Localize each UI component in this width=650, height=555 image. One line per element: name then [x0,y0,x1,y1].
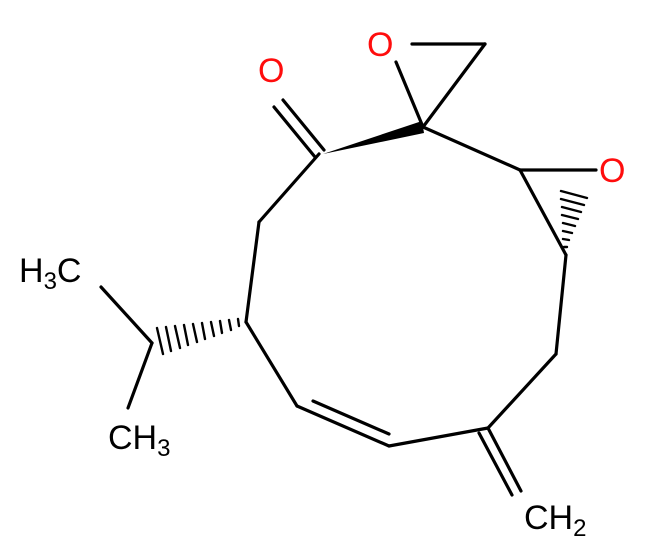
bond-alkene-double-2 [311,399,391,436]
ring-epoxide-oxygen-label: O [599,152,625,190]
ch3-label: CH3 [108,419,170,462]
bond-alkene-double-1 [295,404,391,448]
ketone-oxygen-label: O [258,52,284,90]
bond-ch2-ketone [257,152,321,224]
bond-epoxc2-ch2 [554,253,568,356]
bond-ketone-double-1 [281,98,326,152]
bond-hash-isopropyl [155,317,241,356]
bond-exo-double-2 [477,431,514,497]
spiro-epoxide-oxygen-label: O [367,26,393,64]
bond-stereo-ch2 [244,220,261,324]
bond-ch2-cexo [486,352,558,430]
bond-iso-methyl-down [126,341,154,410]
bond-epoxc1-epoxc2 [518,168,568,257]
bond-cexo-alkene2 [387,426,490,448]
bond-hash-epoxide [559,189,589,249]
bond-alkene1-stereo [244,320,299,408]
bond-ch2-spiro [421,42,487,129]
atom-labels: O O O H3C CH3 CH2 [19,26,625,542]
bond-wedge-ketone-spiro [323,121,424,154]
ch2-label: CH2 [524,499,586,542]
bond-exo-double-1 [486,426,523,493]
bond-ketone-double-2 [272,105,317,159]
bonds [99,42,598,497]
bond-spiro-epoxc1 [421,125,522,172]
bond-spiro-o [394,60,425,129]
bond-iso-methyl-up [99,285,154,345]
h3c-label: H3C [19,252,81,295]
